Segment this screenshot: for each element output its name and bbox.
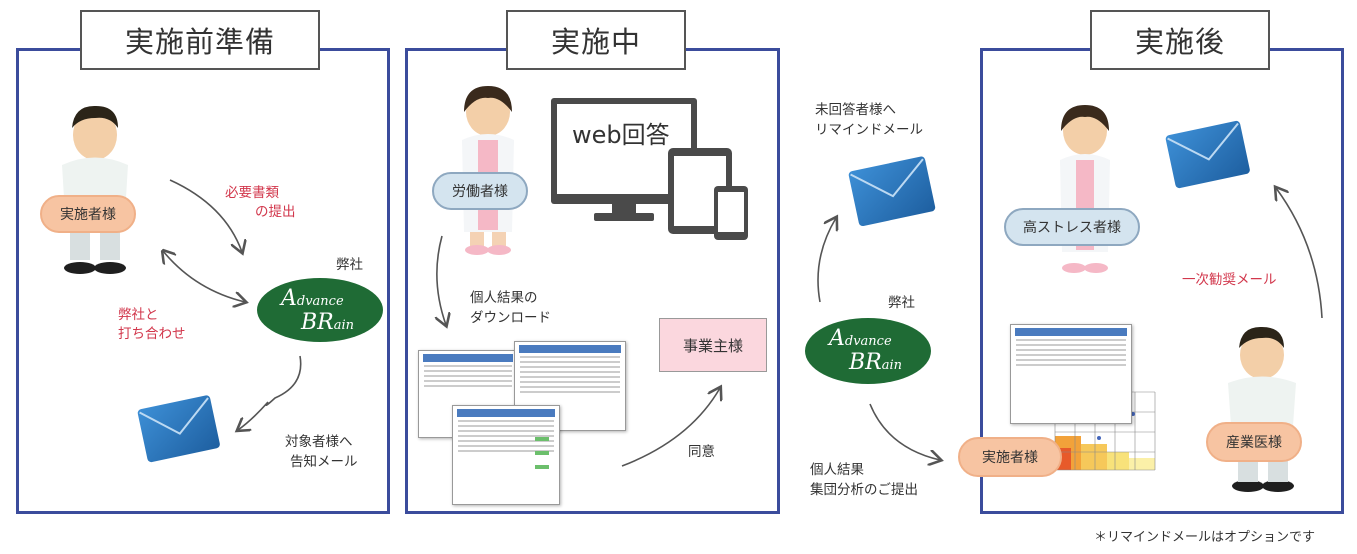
docs-submit-line1: 必要書類 <box>225 185 279 201</box>
envelope-icon-remind <box>848 156 936 227</box>
panel-pre-title: 実施前準備 <box>80 10 320 70</box>
panel-during-title: 実施中 <box>506 10 686 70</box>
web-answer-label: web回答 <box>572 121 670 149</box>
advance-brain-logo-pre: Advance BRain <box>257 278 383 342</box>
doctor-label: 産業医様 <box>1206 422 1302 462</box>
meeting-line1: 弊社と <box>118 307 159 323</box>
employer-box: 事業主様 <box>659 318 767 372</box>
high-stress-label: 高ストレス者様 <box>1004 208 1140 246</box>
notify-line1: 対象者様へ <box>285 434 353 450</box>
analysis-document <box>1010 324 1132 424</box>
panel-post-title: 実施後 <box>1090 10 1270 70</box>
notify-line2: 告知メール <box>290 454 358 470</box>
worker-label: 労働者様 <box>432 172 528 210</box>
download-line2: ダウンロード <box>470 310 551 326</box>
footnote: ＊リマインドメールはオプションです <box>1094 530 1316 545</box>
submit-line2: 集団分析のご提出 <box>810 482 918 498</box>
arrow-submit <box>869 403 940 460</box>
remind-line2: リマインドメール <box>815 122 923 138</box>
submit-line1: 個人結果 <box>810 462 864 478</box>
implementer-label-pre: 実施者様 <box>40 195 136 233</box>
report-document-3 <box>452 405 560 505</box>
consent-label: 同意 <box>688 444 715 460</box>
recommend-label: 一次勧奨メール <box>1182 272 1277 288</box>
company-label-pre: 弊社 <box>336 257 363 273</box>
implementer-label-post: 実施者様 <box>958 437 1062 477</box>
remind-line1: 未回答者様へ <box>815 102 896 118</box>
company-label-mid: 弊社 <box>888 295 915 311</box>
meeting-line2: 打ち合わせ <box>118 326 186 342</box>
arrow-remind <box>817 218 836 303</box>
docs-submit-line2: の提出 <box>255 204 296 220</box>
advance-brain-logo-mid: Advance BRain <box>805 318 931 384</box>
download-line1: 個人結果の <box>470 290 538 306</box>
